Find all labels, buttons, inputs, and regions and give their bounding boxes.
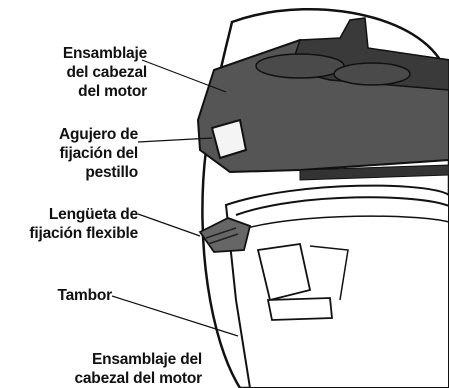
label-flex-tab: Lengüeta de fijación flexible xyxy=(29,206,138,242)
label-motor-head-assembly: Ensamblaje del cabezal del motor xyxy=(62,45,147,100)
label-latch-hole: Agujero de fijación del pestillo xyxy=(59,126,138,181)
leader-motor xyxy=(141,59,227,93)
label-bottom-caption: Ensamblaje del cabezal del motor xyxy=(74,351,202,387)
drum xyxy=(224,184,449,388)
leader-tambor xyxy=(111,295,239,337)
leader-agujero xyxy=(137,137,213,143)
leader-lenguet xyxy=(137,213,201,237)
label-drum: Tambor xyxy=(57,287,113,304)
motor-head-assembly xyxy=(196,17,449,181)
flex-tab xyxy=(198,217,252,253)
latch-hole xyxy=(210,118,248,160)
